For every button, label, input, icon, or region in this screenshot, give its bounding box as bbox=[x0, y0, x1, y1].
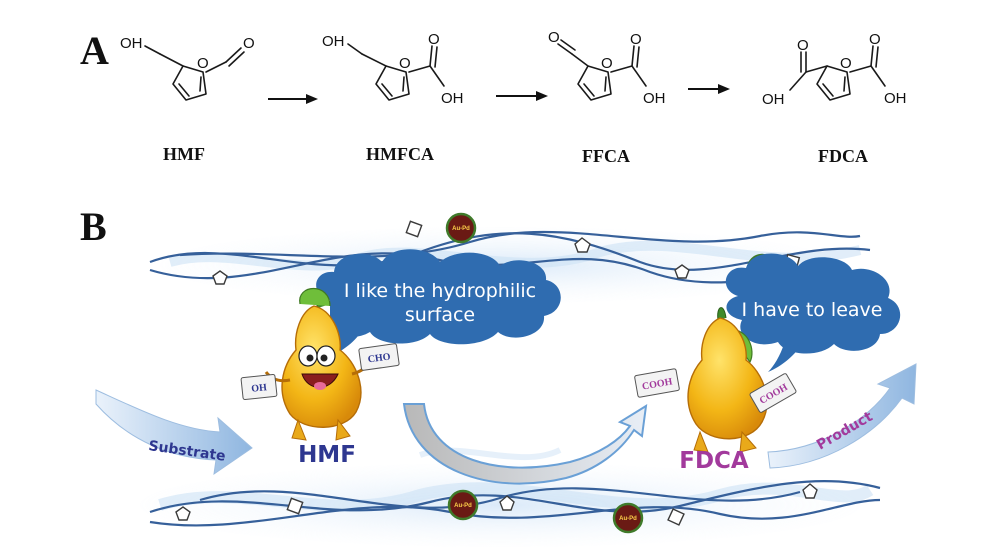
speech-cloud-left: I like the hydrophilic surface bbox=[316, 249, 561, 362]
fdca-right-o: O bbox=[869, 31, 881, 48]
ffca-cooh-oh: OH bbox=[643, 90, 666, 107]
product-arrow: Product bbox=[767, 363, 917, 469]
furan-ring bbox=[375, 65, 410, 101]
hmfca-cooh-oh: OH bbox=[441, 90, 464, 107]
reaction-arrow-2 bbox=[496, 91, 548, 101]
svg-text:OH: OH bbox=[251, 382, 268, 395]
furan-ring bbox=[816, 65, 851, 101]
compound-name-fdca: FDCA bbox=[818, 146, 868, 166]
fdca-left-oh: OH bbox=[762, 91, 785, 108]
panel-b-letter: B bbox=[80, 204, 107, 249]
nanoparticle-4: Au-Pd bbox=[612, 502, 644, 534]
pear-label-hmf: HMF bbox=[298, 442, 356, 468]
reaction-arrow-1 bbox=[268, 94, 318, 104]
pear-label-fdca: FDCA bbox=[679, 448, 749, 474]
ffca-ring-o: O bbox=[601, 55, 613, 72]
fdca-ring-o: O bbox=[840, 55, 852, 72]
fdca-right-oh: OH bbox=[884, 90, 907, 107]
ffca-cooh-o: O bbox=[630, 31, 642, 48]
conversion-arrow bbox=[402, 403, 648, 485]
compound-fdca: OH O O O OH FDCA bbox=[762, 31, 907, 166]
substrate-arrow: Substrate bbox=[95, 389, 253, 476]
svg-text:Au-Pd: Au-Pd bbox=[454, 503, 472, 509]
nanoparticle-1: Au-Pd bbox=[445, 212, 477, 244]
fdca-left-o: O bbox=[797, 37, 809, 54]
speech-cloud-right: I have to leave bbox=[725, 253, 901, 372]
compound-ffca: O O O OH FFCA bbox=[548, 29, 666, 166]
pear-leaf-icon bbox=[299, 288, 331, 307]
svg-text:Au-Pd: Au-Pd bbox=[619, 516, 637, 522]
hmfca-oh-label: OH bbox=[322, 33, 345, 50]
nanoparticle-3: Au-Pd bbox=[447, 489, 479, 521]
cloud-right-text: I have to leave bbox=[742, 299, 883, 321]
compound-name-hmf: HMF bbox=[163, 144, 205, 164]
compound-hmfca: OH O O OH HMFCA bbox=[322, 31, 464, 164]
cloud-left-line2: surface bbox=[405, 304, 475, 326]
compound-name-ffca: FFCA bbox=[582, 146, 630, 166]
tag-cho: CHO bbox=[358, 343, 400, 371]
hmfca-ring-o: O bbox=[399, 55, 411, 72]
compound-hmf: OH O O HMF bbox=[120, 35, 255, 164]
hmfca-cooh-o: O bbox=[428, 31, 440, 48]
reaction-arrow-3 bbox=[688, 84, 730, 94]
tag-cooh-left: COOH bbox=[634, 368, 680, 398]
pear-character-hmf: OH CHO HMF bbox=[240, 288, 400, 468]
cloud-left-line1: I like the hydrophilic bbox=[344, 280, 536, 302]
panel-a-letter: A bbox=[80, 28, 109, 73]
polymer-chains-bottom bbox=[149, 480, 881, 527]
hmf-cho-o: O bbox=[243, 35, 255, 52]
compound-name-hmfca: HMFCA bbox=[366, 144, 434, 164]
hmf-ring-o: O bbox=[197, 55, 209, 72]
ffca-cho-o: O bbox=[548, 29, 560, 46]
furan-ring bbox=[172, 65, 207, 101]
svg-text:Au-Pd: Au-Pd bbox=[452, 226, 470, 232]
hmf-oh-label: OH bbox=[120, 35, 143, 52]
furan-ring bbox=[577, 65, 612, 101]
svg-text:COOH: COOH bbox=[641, 376, 673, 392]
tag-oh: OH bbox=[240, 373, 278, 401]
svg-text:CHO: CHO bbox=[367, 351, 391, 365]
